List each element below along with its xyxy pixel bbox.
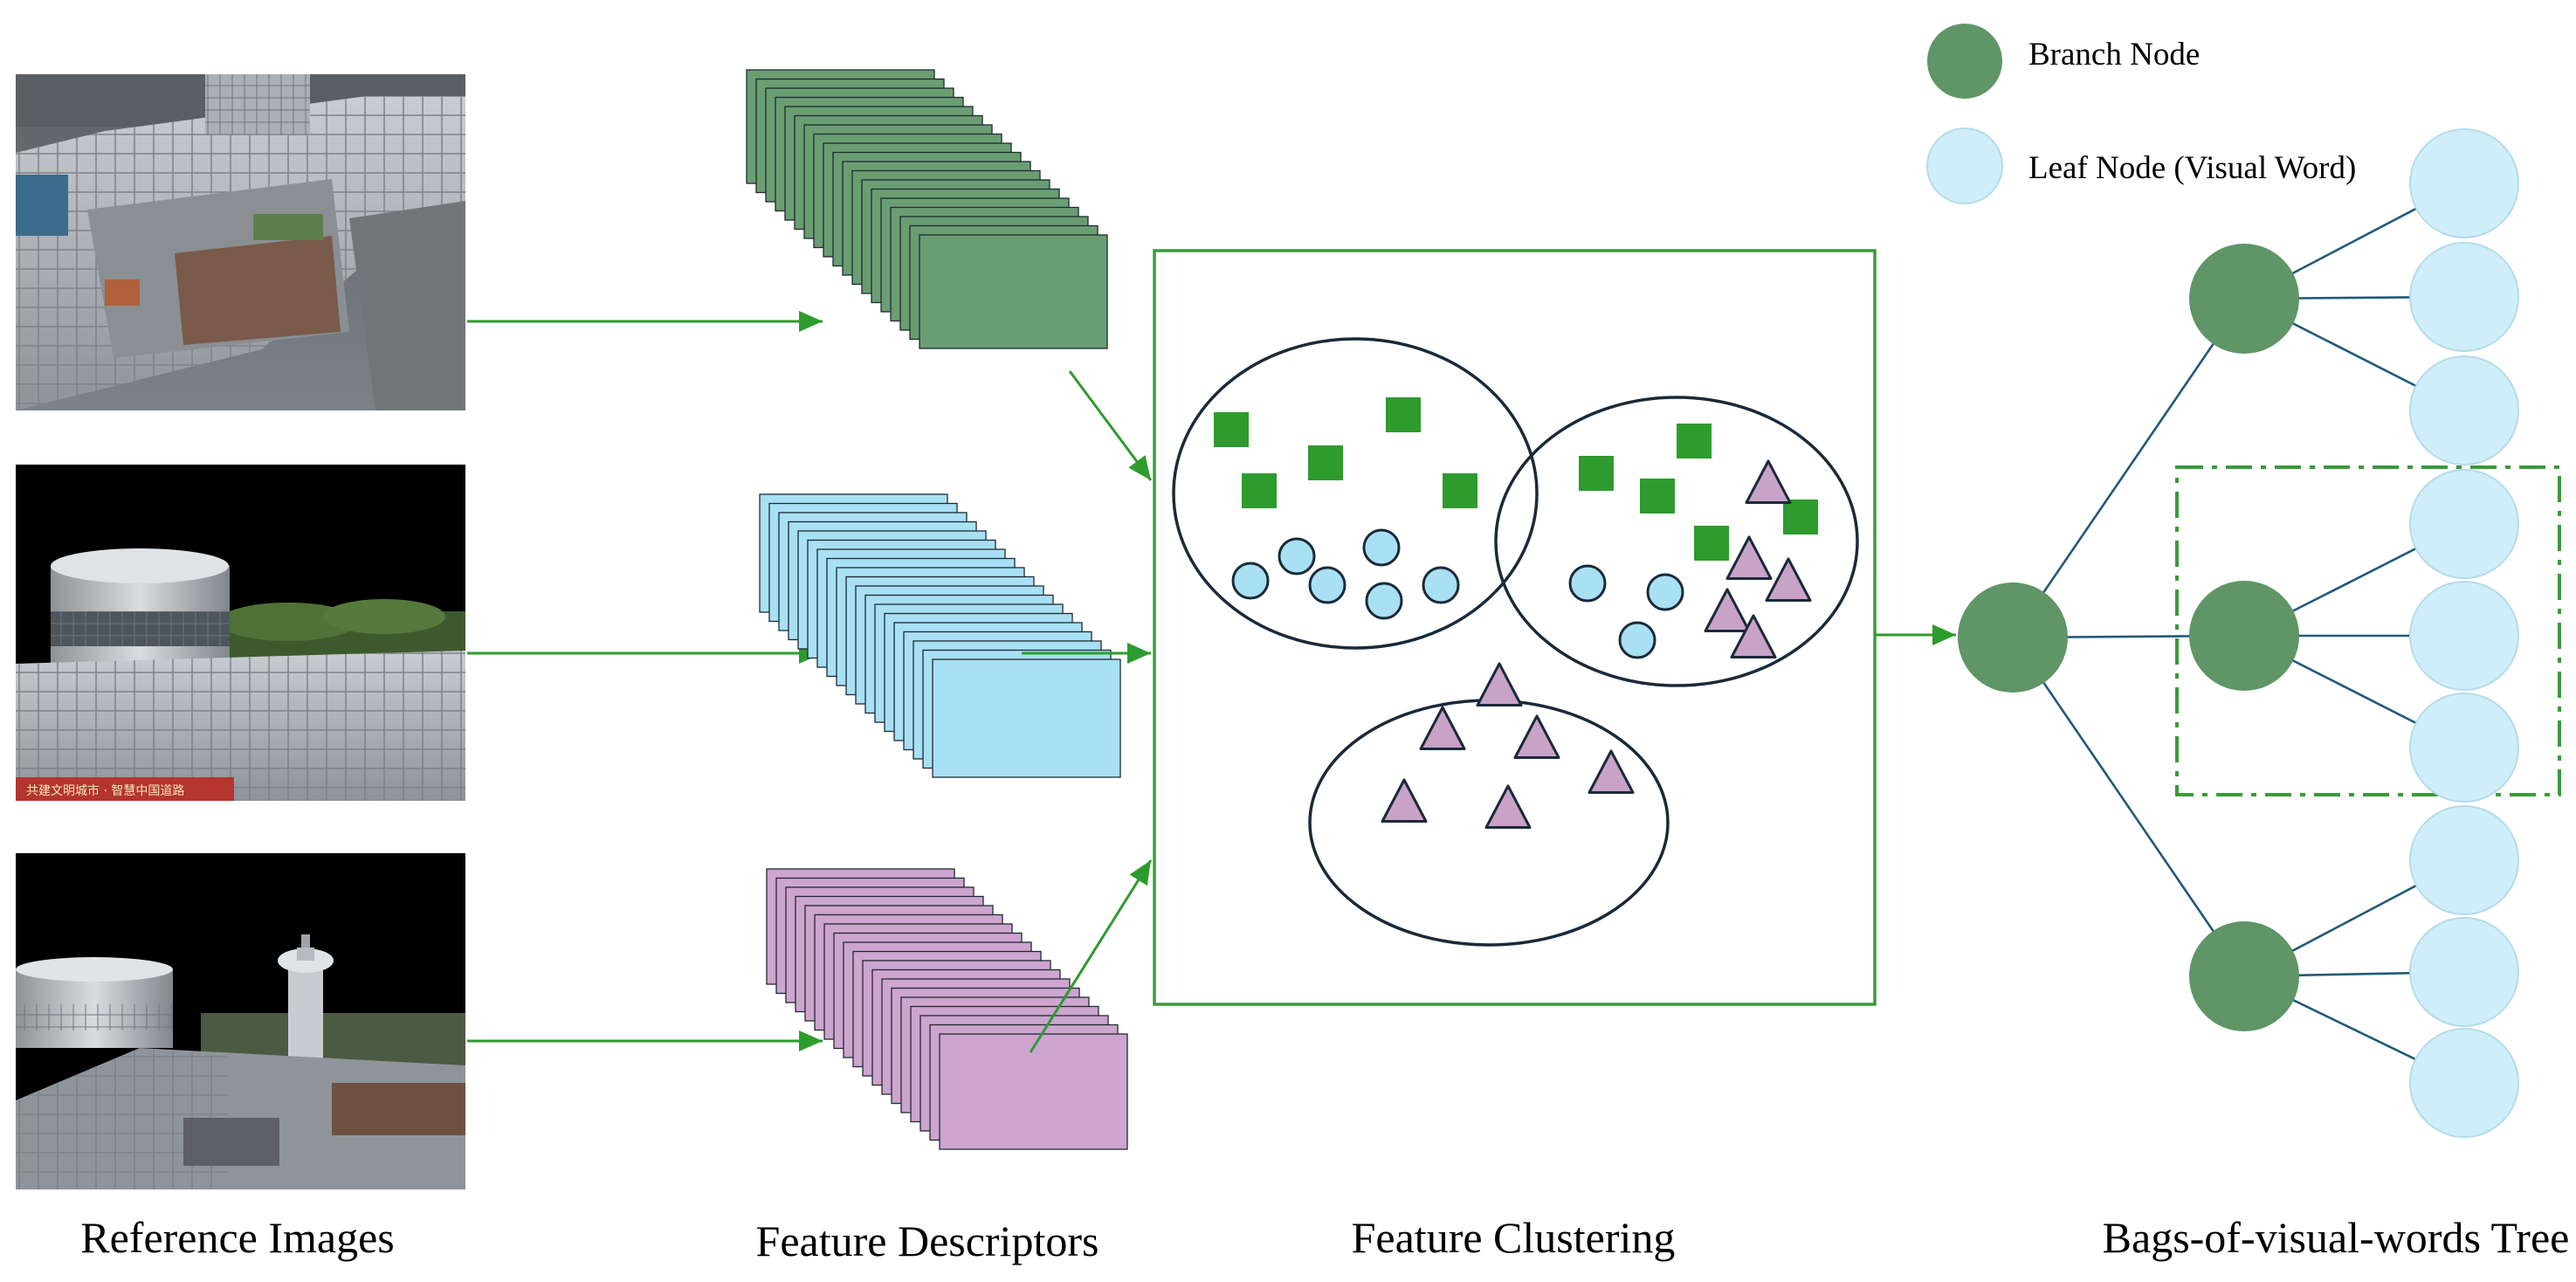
feature-triangle [1588,749,1635,794]
feature-triangle [1745,459,1792,504]
leaf-node [2409,242,2519,352]
feature-triangle [1419,706,1466,750]
cluster-ellipse-2 [1494,396,1859,687]
leaf-node [2409,355,2519,465]
leaf-node [2409,693,2519,803]
tree-edge [2011,298,2246,638]
root-node [1958,582,2068,693]
photo-banner-text: 共建文明城市 · 智慧中国道路 [26,783,184,798]
caption-bovw-tree: Bags-of-visual-words Tree [2103,1213,2570,1262]
descriptor-blue-sheet [932,658,1121,778]
feature-triangle [1476,662,1523,706]
tree-nodes [1958,128,2519,1138]
feature-triangle [1704,588,1751,632]
legend-branch-node-label: Branch Node [2028,37,2200,72]
leaf-node [2409,581,2519,691]
descriptor-green-sheet [919,234,1108,349]
image-to-descriptor-arrows [467,311,823,1051]
arrow-pink-cluster [1029,859,1153,1053]
leaf-node [2409,1028,2519,1138]
leaf-node [2409,805,2519,915]
legend-leaf-node-swatch [1926,128,2003,204]
descriptor-stack-pink [766,868,1128,1150]
cluster-ellipse-1 [1172,337,1539,650]
feature-circle [1422,566,1460,604]
caption-feature-clustering: Feature Clustering [1352,1213,1676,1262]
feature-square [1242,473,1277,508]
reference-image-1 [16,74,465,410]
feature-triangle [1765,557,1812,602]
feature-square [1308,445,1343,480]
feature-triangle [1484,784,1532,829]
feature-circle [1308,566,1347,604]
descriptor-to-cluster-arrows [1022,370,1153,1053]
feature-square [1677,424,1712,458]
descriptor-stack-blue [759,493,1121,778]
arrow-green-cluster [1068,370,1153,481]
feature-circle [1231,562,1270,600]
caption-reference-images: Reference Images [80,1213,395,1262]
reference-image-2: 共建文明城市 · 智慧中国道路 [16,465,465,801]
feature-square [1443,473,1477,508]
feature-square [1783,500,1818,534]
branch-node [2189,921,2299,1031]
descriptor-stack-green [746,69,1108,349]
reference-image-3 [16,853,465,1189]
legend-leaf-node-label: Leaf Node (Visual Word) [2028,150,2356,186]
legend-branch-node-swatch [1927,24,2002,99]
caption-feature-descriptors: Feature Descriptors [756,1217,1099,1265]
descriptor-pink-sheet [939,1033,1128,1150]
tree-edge [2011,637,2246,977]
legend: Branch Node Leaf Node (Visual Word) [1926,24,2356,204]
feature-triangle [1381,778,1428,823]
feature-square [1640,479,1675,513]
feature-square [1694,526,1729,561]
highlighted-subtree-box [2175,465,2561,796]
feature-circle [1365,582,1403,620]
feature-triangle [1725,535,1773,580]
cluster-points [1214,397,1818,829]
leaf-node [2409,469,2519,579]
feature-triangle [1730,614,1777,658]
feature-circle [1278,537,1316,576]
feature-circle [1618,621,1656,659]
feature-triangle [1513,714,1560,759]
feature-square [1386,397,1421,432]
branch-node [2189,244,2299,354]
feature-circle [1362,528,1401,567]
feature-square [1579,456,1614,491]
feature-square [1214,412,1249,447]
feature-circle [1568,564,1607,603]
leaf-node [2409,917,2519,1027]
feature-circle [1646,573,1684,611]
leaf-node [2409,128,2519,238]
branch-node [2189,581,2299,691]
